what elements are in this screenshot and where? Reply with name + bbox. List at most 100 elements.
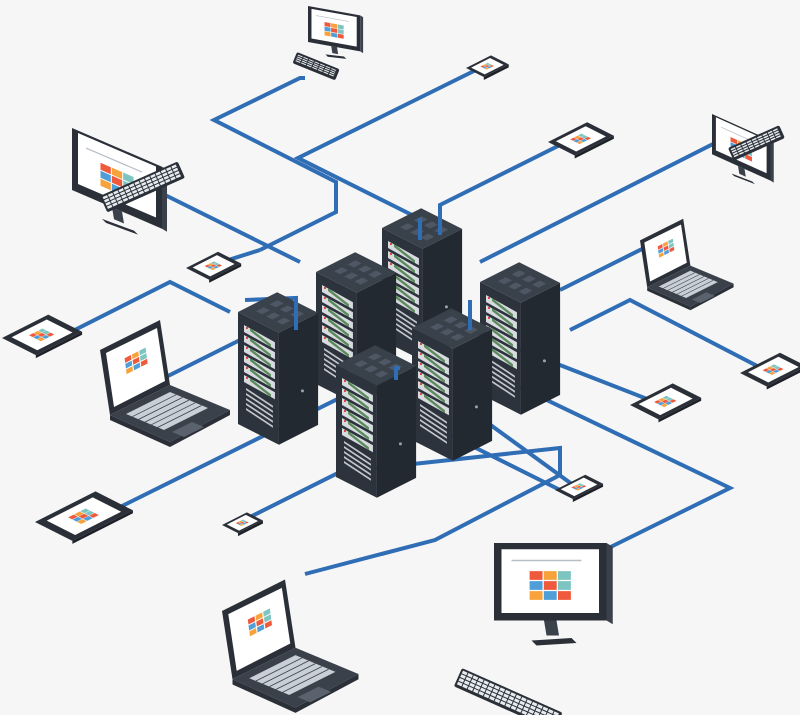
screen-tile: [100, 178, 111, 191]
screen-tile: [38, 328, 47, 333]
screen-tile: [77, 519, 87, 524]
screen-tile: [730, 136, 738, 145]
screen-tile: [584, 136, 591, 141]
server-grille: [344, 451, 371, 471]
screen-tile: [657, 243, 663, 250]
screen-tile: [773, 365, 781, 370]
tablet-edge: [572, 483, 604, 502]
drive-indicator: [394, 274, 415, 294]
screen-tile: [529, 581, 543, 590]
keyboard-top-left: [100, 162, 185, 212]
keyboard-key: [774, 132, 780, 137]
keyboard-key: [746, 140, 752, 144]
screen-tile: [42, 330, 51, 335]
keyboard-key: [768, 132, 774, 137]
keyboard-key: [151, 177, 158, 182]
phone-bottom-left: [222, 512, 263, 537]
keyboard-key: [462, 683, 468, 689]
screen-tile: [557, 581, 571, 590]
screen-tile: [765, 370, 773, 374]
keyboard-key: [743, 146, 749, 151]
keyboard-key: [308, 59, 314, 62]
keyboard-key: [296, 56, 302, 60]
network-cable: [44, 279, 231, 347]
keyboard-key: [129, 183, 135, 188]
screen-tile: [337, 33, 344, 39]
drive-indicator: [328, 338, 349, 358]
keyboard-key: [301, 60, 307, 64]
status-led: [246, 377, 248, 379]
screen-tile: [487, 66, 492, 69]
server-grille: [488, 373, 515, 393]
screen-tile: [766, 366, 774, 370]
keyboard-key: [114, 193, 121, 198]
screen-tile: [669, 246, 675, 253]
server-grille: [420, 404, 447, 424]
tablet-edge: [35, 331, 83, 359]
drive-indicator: [348, 401, 369, 421]
status-led: [420, 383, 422, 385]
server-grille: [344, 456, 371, 476]
server-side: [452, 328, 493, 461]
server-vent: [344, 272, 359, 280]
cable-layer: [44, 64, 766, 576]
keyboard-key: [324, 69, 330, 73]
screen-tile: [337, 24, 344, 30]
server-grille: [488, 368, 515, 388]
keyboard-key: [535, 707, 542, 713]
screen-tile: [213, 262, 220, 266]
keyboard-key: [485, 689, 492, 695]
keyboard-key: [159, 181, 166, 186]
keyboard-key: [121, 194, 127, 199]
drive-indicator: [394, 294, 415, 314]
monitor-stand: [738, 166, 746, 177]
keyboard-key: [736, 147, 742, 151]
keyboard-key: [467, 673, 473, 678]
keyboard-key: [753, 142, 759, 146]
screen-tile: [577, 137, 584, 141]
keyboard-key: [520, 696, 527, 702]
screen-tile: [579, 484, 585, 487]
laptop-bottom-left: [222, 579, 359, 713]
keyboard-key: [105, 201, 111, 206]
server-grille: [344, 461, 371, 481]
network-cable: [209, 76, 338, 252]
keyboard-key: [738, 151, 744, 155]
screen-tile: [126, 366, 133, 375]
keyboard-key: [501, 697, 508, 702]
screen-tile: [668, 242, 674, 249]
keyboard-key: [110, 199, 117, 204]
screen-tile: [204, 264, 211, 268]
screen-tile: [657, 401, 665, 406]
keyboard-key: [751, 137, 757, 141]
server-grille: [390, 309, 417, 329]
monitor-side: [360, 15, 364, 54]
screen-tile: [242, 520, 247, 523]
server-top: [382, 208, 463, 249]
keyboard-key: [146, 179, 152, 184]
status-led: [324, 317, 326, 319]
keyboard-row: [132, 394, 177, 418]
screen-tile: [762, 368, 770, 372]
status-led: [488, 317, 490, 319]
keyboard-key: [141, 181, 147, 187]
keyboard-key: [134, 180, 140, 186]
keyboard-key: [737, 149, 743, 153]
drive-indicator: [492, 338, 513, 358]
keyboard-key: [531, 701, 538, 707]
screen-tiles: [324, 22, 344, 39]
screen-tile: [248, 622, 256, 631]
screen-tile: [249, 628, 257, 637]
screen-tile: [331, 32, 338, 38]
keyboard-row: [676, 278, 709, 295]
keyboard-key: [767, 130, 773, 134]
drive-indicator: [424, 364, 445, 384]
server-vent: [377, 358, 392, 366]
keyboard-key: [175, 174, 182, 179]
screen-tile: [489, 64, 494, 68]
drive-indicator: [492, 328, 513, 348]
server-vent: [364, 365, 379, 373]
keyboard-row: [138, 397, 183, 420]
server-vent: [367, 353, 382, 361]
